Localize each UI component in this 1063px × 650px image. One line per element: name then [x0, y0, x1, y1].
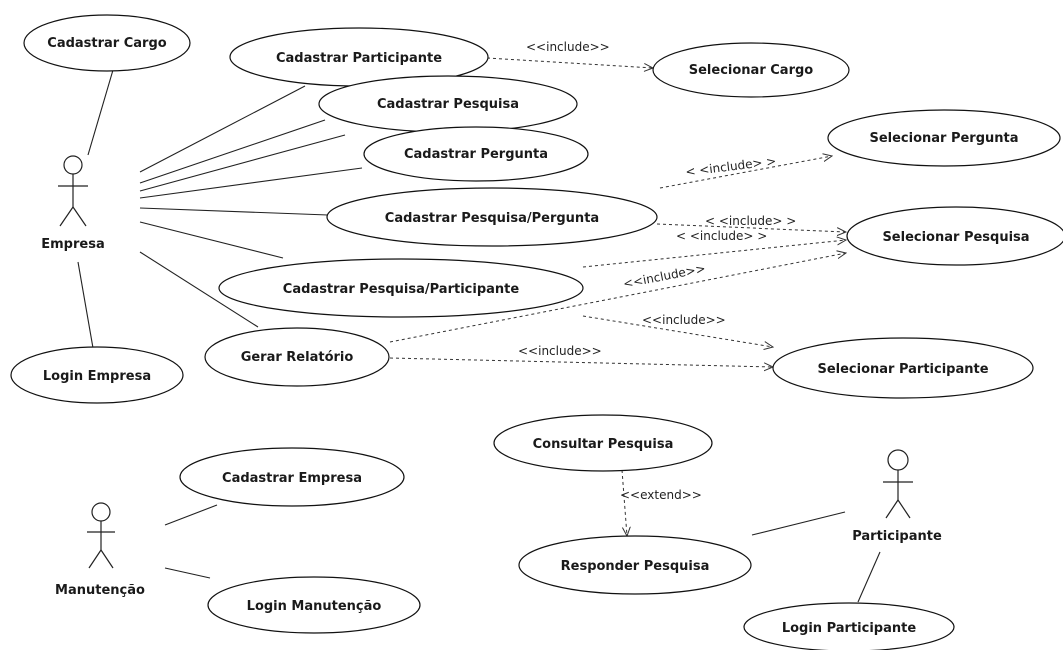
usecase-responder-pesquisa[interactable]: Responder Pesquisa [518, 535, 752, 595]
usecase-cadastrar-empresa[interactable]: Cadastrar Empresa [179, 447, 405, 507]
usecase-cadastrar-pergunta-label: Cadastrar Pergunta [404, 147, 548, 162]
actor-manutencao-figure-icon [87, 502, 115, 569]
stereo-include-selecionar-cargo: <<include>> [526, 40, 610, 54]
actor-participante-label: Participante [852, 529, 942, 544]
actor-participante[interactable]: Participante [852, 449, 942, 544]
stereo-include-gerar-relatorio-selecionar-pesquisa: <<include>> [622, 261, 707, 291]
usecase-login-empresa-label: Login Empresa [43, 369, 151, 384]
usecase-cadastrar-empresa-label: Cadastrar Empresa [222, 471, 362, 486]
assoc-empresa-cadastrar-pesquisa-pergunta [139, 207, 329, 216]
usecase-selecionar-participante[interactable]: Selecionar Participante [772, 337, 1034, 399]
usecase-consultar-pesquisa-label: Consultar Pesquisa [533, 437, 674, 452]
assoc-participante-responder-pesquisa [751, 511, 846, 536]
stereo-include-selecionar-participante-1: <<include>> [642, 313, 726, 327]
usecase-cadastrar-pesquisa[interactable]: Cadastrar Pesquisa [318, 75, 578, 133]
usecase-selecionar-pergunta[interactable]: Selecionar Pergunta [827, 109, 1061, 167]
usecase-selecionar-pesquisa-label: Selecionar Pesquisa [882, 230, 1029, 245]
actor-manutencao-label: Manutenção [55, 583, 145, 598]
stereo-include-selecionar-participante-2: <<include>> [518, 344, 602, 358]
assoc-manutencao-login-manutencao [164, 567, 211, 579]
include-cadastrar-pesquisa-pergunta-selecionar-pesquisa [656, 223, 846, 232]
usecase-selecionar-cargo-label: Selecionar Cargo [689, 63, 814, 78]
usecase-responder-pesquisa-label: Responder Pesquisa [561, 559, 710, 574]
assoc-empresa-cadastrar-pergunta-1 [139, 134, 346, 192]
stereo-include-selecionar-pergunta: < <include> > [685, 154, 777, 179]
usecase-selecionar-pesquisa[interactable]: Selecionar Pesquisa [846, 206, 1063, 266]
include-cadastrar-pesquisa-participante-selecionar-participante [582, 315, 773, 347]
usecase-login-empresa[interactable]: Login Empresa [10, 346, 184, 404]
assoc-empresa-cadastrar-participante [139, 85, 306, 173]
actor-participante-figure-icon [883, 449, 913, 519]
usecase-login-manutencao[interactable]: Login Manutenção [207, 576, 421, 634]
usecase-selecionar-cargo[interactable]: Selecionar Cargo [652, 42, 850, 98]
stereo-extend: <<extend>> [620, 488, 702, 502]
usecase-login-manutencao-label: Login Manutenção [247, 599, 382, 614]
actor-empresa-figure-icon [58, 155, 88, 227]
usecase-selecionar-participante-label: Selecionar Participante [817, 362, 988, 377]
assoc-manutencao-cadastrar-empresa [164, 504, 218, 526]
usecase-cadastrar-pergunta[interactable]: Cadastrar Pergunta [363, 126, 589, 182]
include-gerar-relatorio-selecionar-participante [389, 357, 773, 367]
usecase-cadastrar-participante[interactable]: Cadastrar Participante [229, 27, 489, 87]
stereo-include-selecionar-pesquisa-2: < <include> > [676, 229, 767, 243]
usecase-gerar-relatorio-label: Gerar Relatório [241, 350, 354, 365]
usecase-gerar-relatorio[interactable]: Gerar Relatório [204, 327, 390, 387]
usecase-cadastrar-pesquisa-participante-label: Cadastrar Pesquisa/Participante [283, 282, 520, 297]
assoc-empresa-cadastrar-pesquisa [139, 119, 326, 184]
usecase-login-participante[interactable]: Login Participante [743, 602, 955, 650]
usecase-cadastrar-pesquisa-label: Cadastrar Pesquisa [377, 97, 519, 112]
assoc-empresa-cadastrar-pergunta-2 [139, 167, 363, 199]
include-cadastrar-participante-selecionar-cargo [486, 57, 653, 68]
stereo-include-selecionar-pesquisa-1: < <include> > [705, 214, 796, 228]
usecase-cadastrar-pesquisa-pergunta[interactable]: Cadastrar Pesquisa/Pergunta [326, 187, 658, 247]
usecase-cadastrar-participante-label: Cadastrar Participante [276, 51, 442, 66]
extend-consultar-responder [621, 469, 627, 536]
actor-empresa-label: Empresa [41, 237, 104, 252]
include-cadastrar-pesquisa-pergunta-selecionar-pergunta [659, 156, 832, 189]
assoc-empresa-gerar-relatorio [139, 251, 259, 328]
assoc-participante-login-participante [857, 551, 881, 603]
usecase-consultar-pesquisa[interactable]: Consultar Pesquisa [493, 414, 713, 472]
assoc-empresa-login-empresa [77, 261, 94, 349]
usecase-cadastrar-cargo[interactable]: Cadastrar Cargo [23, 14, 191, 72]
assoc-empresa-cadastrar-cargo [87, 69, 114, 156]
usecase-cadastrar-pesquisa-participante[interactable]: Cadastrar Pesquisa/Participante [218, 258, 584, 318]
assoc-empresa-cadastrar-pesquisa-participante [139, 221, 284, 259]
usecase-cadastrar-pesquisa-pergunta-label: Cadastrar Pesquisa/Pergunta [385, 211, 599, 226]
usecase-login-participante-label: Login Participante [782, 621, 916, 636]
actor-manutencao[interactable]: Manutenção [55, 502, 145, 598]
usecase-cadastrar-cargo-label: Cadastrar Cargo [47, 36, 166, 51]
actor-empresa[interactable]: Empresa [41, 155, 105, 252]
include-cadastrar-pesquisa-participante-selecionar-pesquisa [582, 240, 846, 268]
usecase-selecionar-pergunta-label: Selecionar Pergunta [869, 131, 1018, 146]
